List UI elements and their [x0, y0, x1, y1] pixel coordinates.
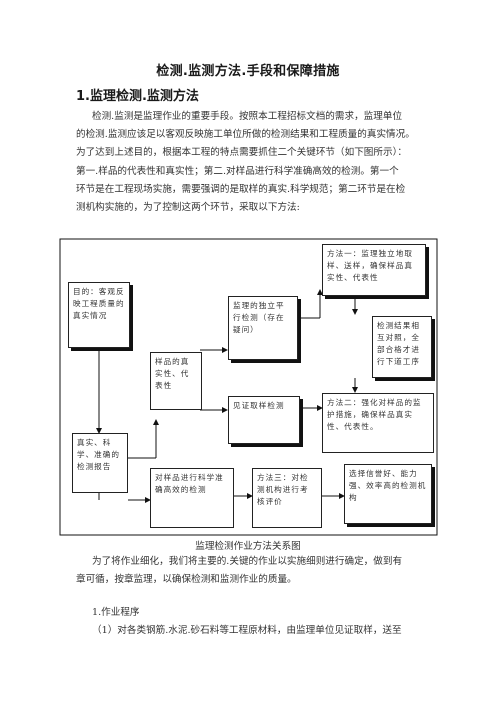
intro-line: 环节是在工程现场实施，需要强调的是取样的真实.科学规范；第二环节是在检: [76, 183, 406, 195]
box-result-compare: 检测结果相互对照，全部合格才进行下道工序: [372, 316, 432, 378]
after-line: 为了将作业细化，我们将主要的.关键的作业以实施细则进行确定，做到有: [92, 556, 403, 567]
box-choose-lab: 选择信誉好、能力强、效率高的检测机构: [344, 464, 432, 524]
intro-line: 为了达到上述目的，根据本工程的特点需要抓住二个关键环节（如下图所示）：: [76, 147, 407, 159]
page-title: 检测.监测方法.手段和保障措施: [156, 64, 340, 79]
diagram-frame: [59, 238, 438, 536]
box-real-accurate-report: 真实、科学、准确的检测报告: [72, 433, 128, 493]
intro-line: 检测.监测是监理作业的重要手段。按照本工程招标文档的需求，监理单位: [92, 111, 403, 122]
box-scientific-testing: 对样品进行科学准确高效的检测: [150, 468, 234, 528]
after-line: 章可循，按章监理，以确保检测和监测作业的质量。: [76, 574, 297, 586]
box-independent-parallel-check: 监理的独立平行检测（存在疑问）: [228, 296, 298, 360]
diagram-caption: 监理检测作业方法关系图: [195, 541, 301, 552]
intro-paragraph: 检测.监测是监理作业的重要手段。按照本工程招标文档的需求，监理单位 的检测.监测…: [76, 108, 428, 217]
box-method-three: 方法三：对检测机构进行考核评价: [252, 468, 322, 528]
section-heading: 1.监理检测.监测方法: [76, 89, 199, 104]
box-method-two: 方法二：强化对样品的监护措施，确保样品真实性、代表性。: [322, 393, 434, 453]
sub-heading: 1.作业程序: [92, 607, 140, 618]
box-method-one: 方法一：监理独立地取样、送样，确保样品真实性、代表性: [322, 244, 426, 296]
intro-line: 第一.样品的代表性和真实性；第二.对样品进行科学准确高效的检测。第一个: [76, 165, 399, 177]
intro-line: 的检测.监测应该足以客观反映施工单位所做的检测结果和工程质量的真实情况。: [76, 129, 415, 141]
box-goal: 目的：客观反映工程质量的真实情况: [68, 282, 130, 348]
intro-line: 测机构实施的，为了控制这两个环节，采取以下方法:: [76, 202, 300, 214]
after-paragraph: 为了将作业细化，我们将主要的.关键的作业以实施细则进行确定，做到有 章可循，按章…: [76, 553, 428, 589]
sub-line: （1）对各类钢筋.水泥.砂石料等工程原材料，由监理单位见证取样，送至: [92, 625, 402, 636]
box-witness-sampling: 见证取样检测: [228, 396, 300, 444]
box-sample-representativeness: 样品的真实性、代表性: [150, 352, 202, 410]
